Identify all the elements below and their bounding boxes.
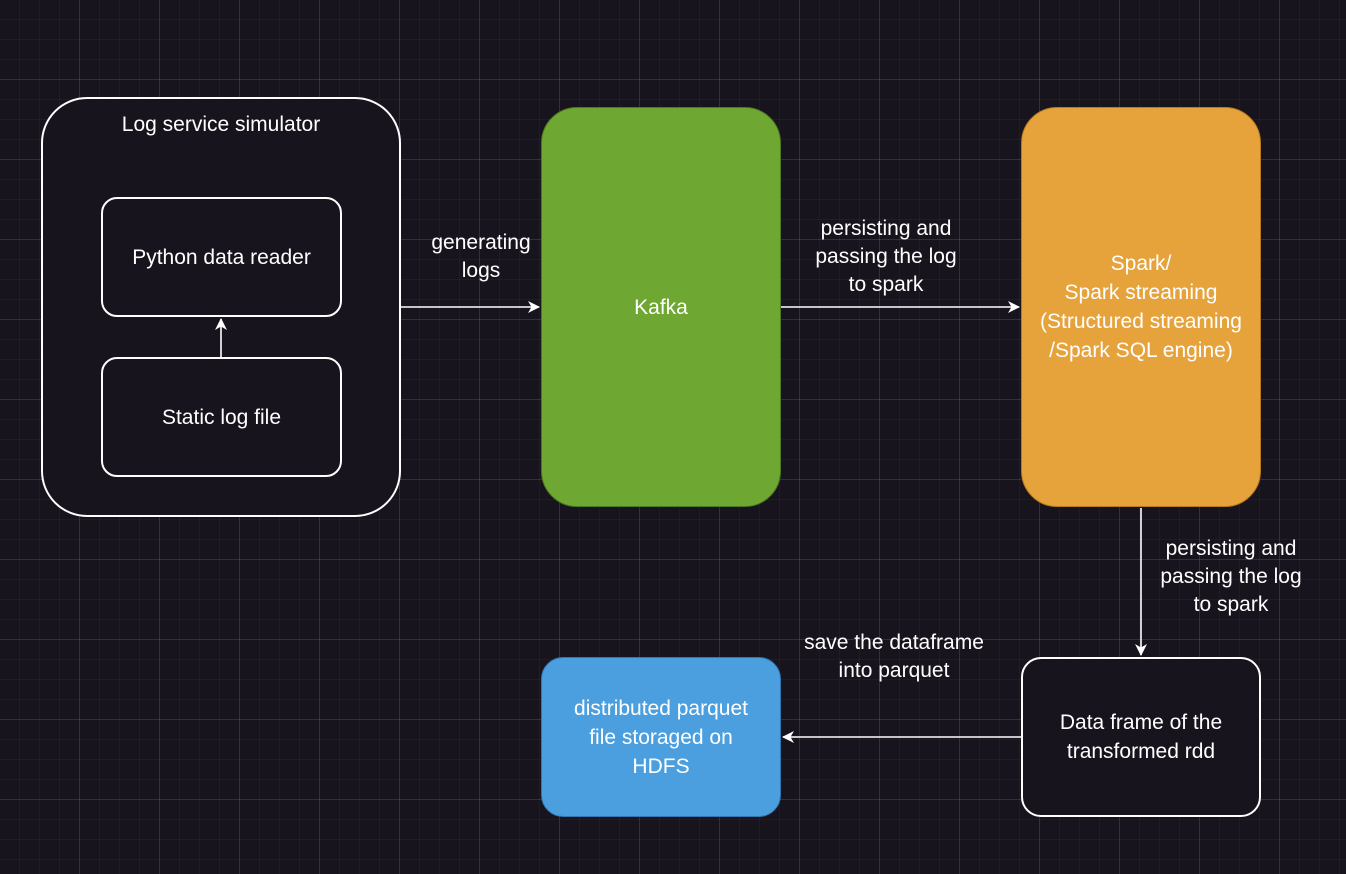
static-log-file-node[interactable]: Static log file: [101, 357, 342, 477]
spark-node[interactable]: Spark/ Spark streaming (Structured strea…: [1021, 107, 1261, 507]
python-data-reader-label: Python data reader: [132, 245, 311, 269]
edge-label-dataframe-to-hdfs: save the dataframe into parquet: [804, 631, 984, 682]
edge-label-spark-to-dataframe: persisting and passing the log to spark: [1160, 537, 1302, 616]
hdfs-node[interactable]: distributed parquet file storaged on HDF…: [541, 657, 781, 817]
kafka-node[interactable]: Kafka: [541, 107, 781, 507]
dataframe-node[interactable]: Data frame of the transformed rdd: [1021, 657, 1261, 817]
log-service-simulator-title: Log service simulator: [121, 113, 321, 136]
static-log-file-label: Static log file: [161, 405, 282, 429]
edge-label-generating-logs: generating logs: [431, 231, 531, 282]
kafka-label: Kafka: [634, 295, 688, 319]
spark-label: Spark/ Spark streaming (Structured strea…: [1040, 252, 1242, 362]
hdfs-label: distributed parquet file storaged on HDF…: [574, 696, 748, 778]
python-data-reader-node[interactable]: Python data reader: [101, 197, 342, 317]
dataframe-label: Data frame of the transformed rdd: [1059, 711, 1223, 763]
edge-label-kafka-to-spark: persisting and passing the log to spark: [815, 217, 957, 296]
